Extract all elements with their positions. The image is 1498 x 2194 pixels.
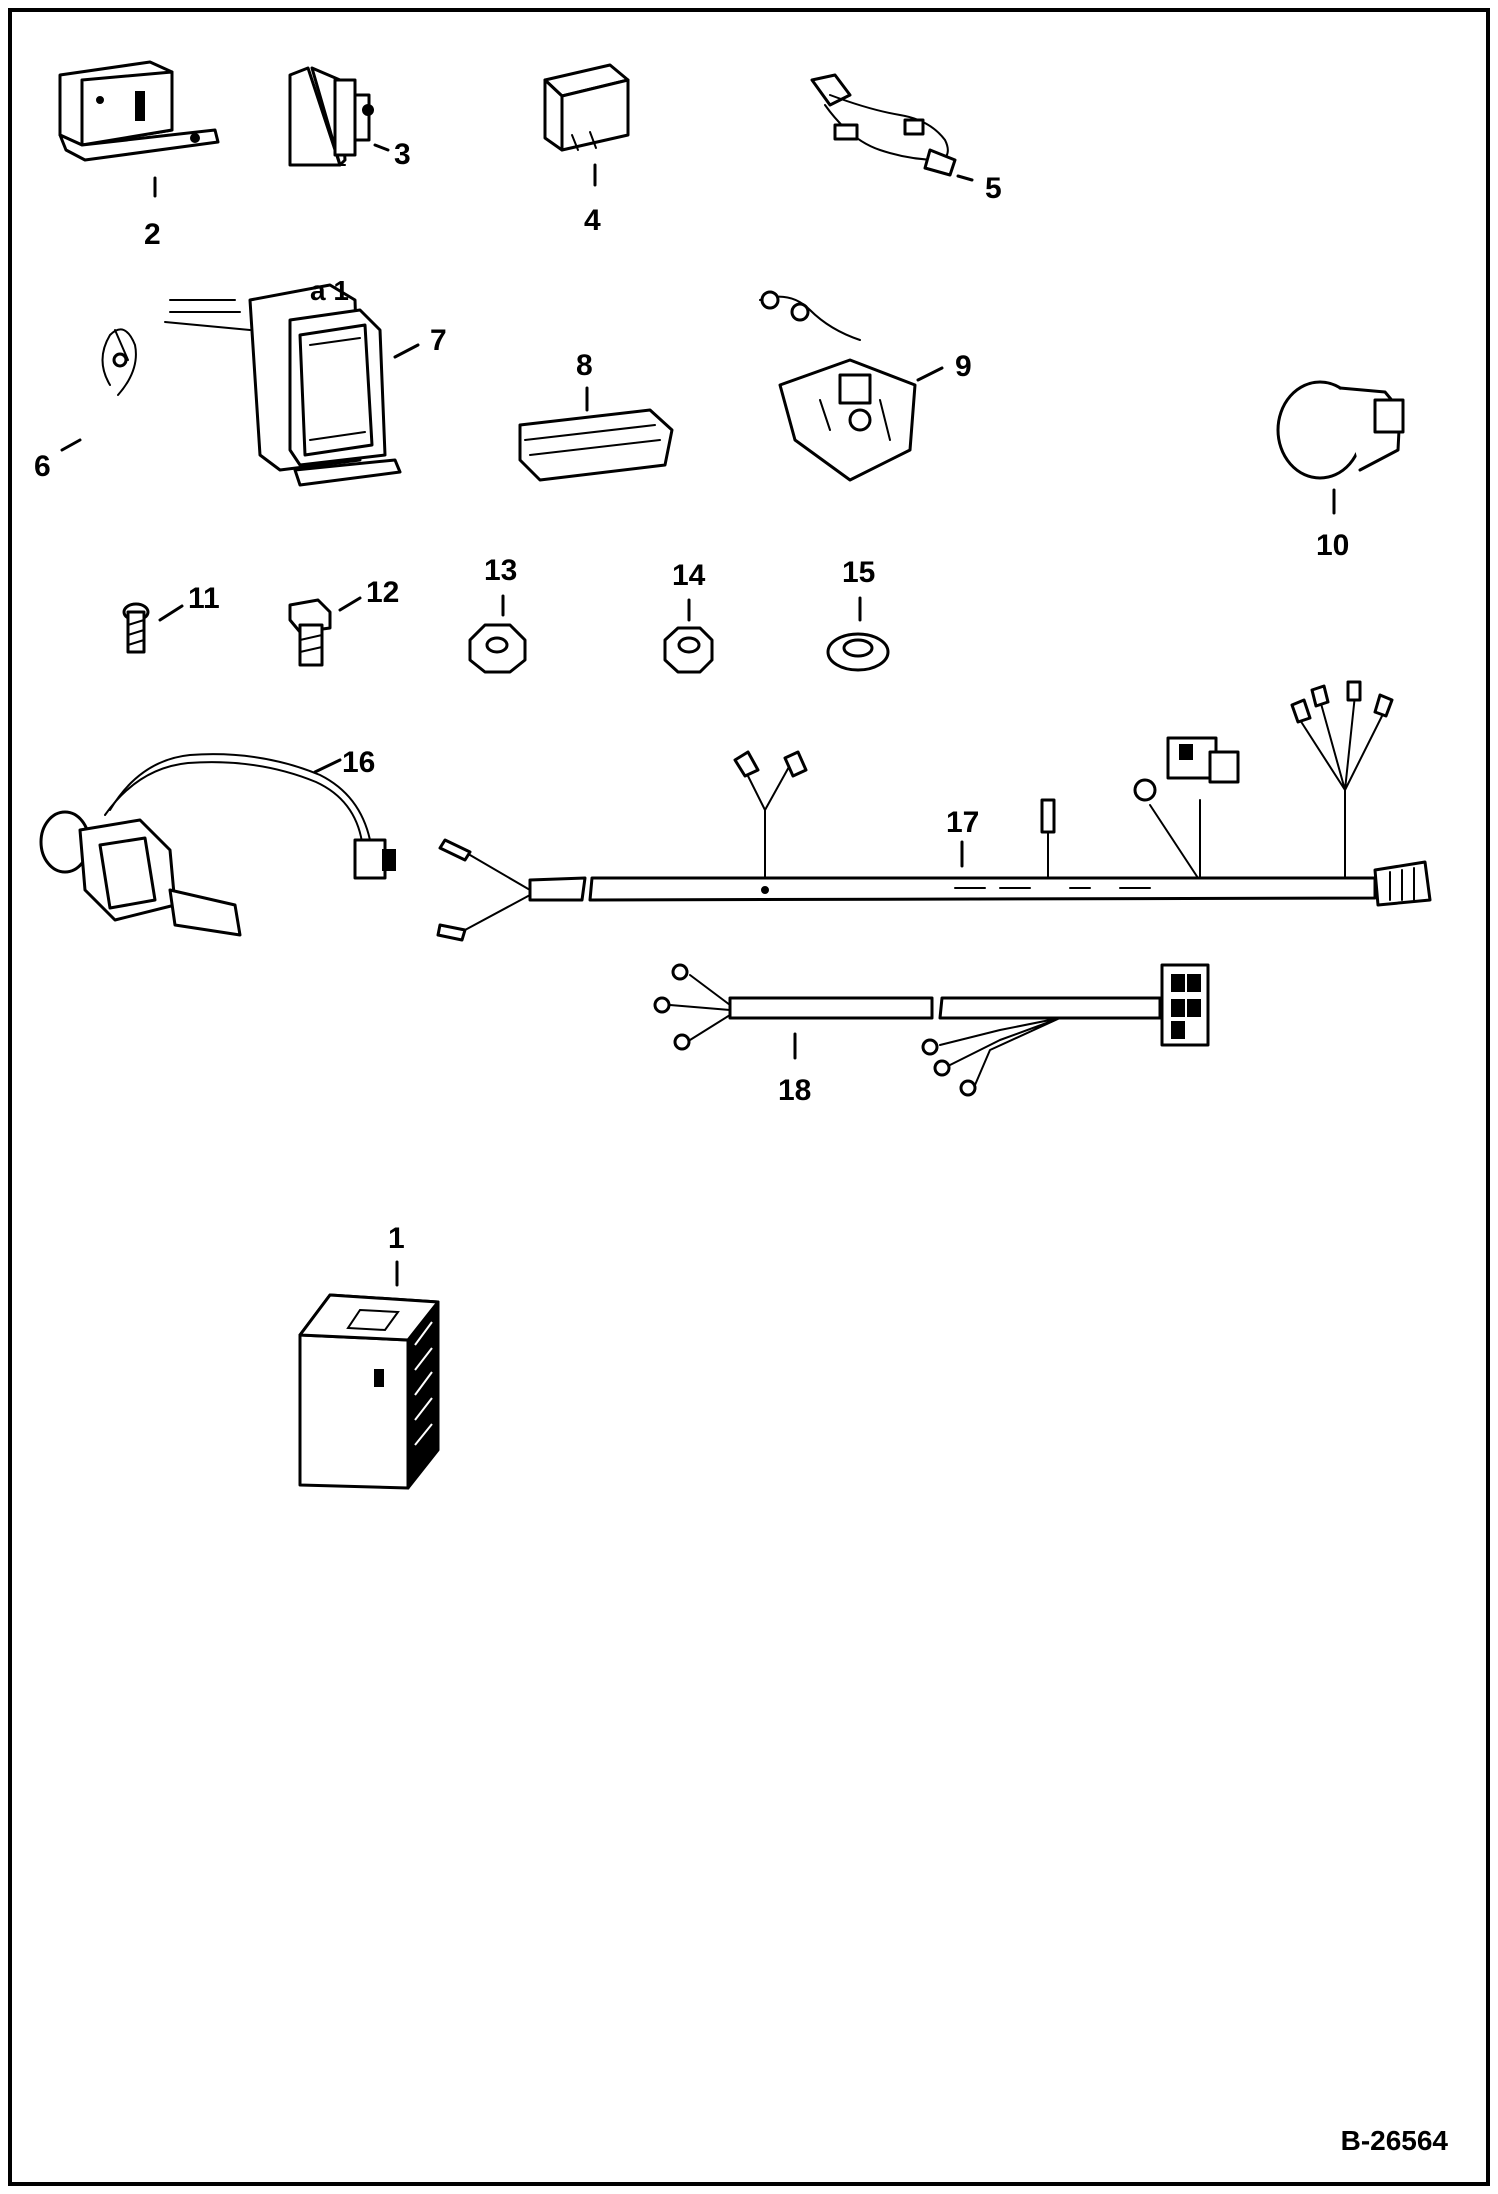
part-12-bolt — [288, 598, 332, 667]
leader-11 — [158, 604, 184, 622]
leader-9 — [916, 366, 944, 382]
callout-5: 5 — [985, 172, 1002, 205]
part-5-pigtail — [810, 73, 957, 177]
callout-16: 16 — [342, 746, 375, 779]
part-15-washer — [826, 632, 890, 672]
callout-2: 2 — [144, 218, 161, 251]
drawing-reference-code: B-26564 — [1341, 2125, 1449, 2156]
part-13-nut — [468, 623, 527, 674]
svg-text:a 1: a 1 — [310, 275, 349, 306]
part-17-main-harness — [436, 680, 1432, 942]
callout-1: 1 — [388, 1222, 405, 1255]
part-8-cover — [518, 408, 674, 482]
part-6-cable-tie — [101, 328, 137, 396]
leader-7 — [393, 343, 420, 359]
part-16-switch-harness — [39, 753, 396, 937]
callout-10: 10 — [1316, 529, 1349, 562]
part-3-horn — [288, 66, 374, 167]
part-9-switch-assembly — [759, 290, 917, 482]
callout-3: 3 — [394, 138, 411, 171]
part-4-relay — [543, 63, 630, 152]
callout-18: 18 — [778, 1074, 811, 1107]
leader-16 — [313, 758, 342, 774]
callout-12: 12 — [366, 576, 399, 609]
callout-13: 13 — [484, 554, 517, 587]
callout-9: 9 — [955, 350, 972, 383]
callout-11: 11 — [188, 582, 220, 615]
leader-6 — [60, 438, 82, 452]
leader-12 — [338, 596, 362, 612]
leader-3 — [373, 143, 390, 152]
part-2-bracket — [58, 60, 220, 162]
callout-15: 15 — [842, 556, 875, 589]
callout-8: 8 — [576, 349, 593, 382]
part-14-nut — [663, 626, 714, 674]
callout-6: 6 — [34, 450, 51, 483]
part-11-bolt — [122, 602, 150, 654]
part-18-sub-harness — [653, 963, 1210, 1097]
callout-4: 4 — [584, 204, 601, 237]
callout-7: 7 — [430, 324, 447, 357]
part-1-kit-box — [298, 1293, 440, 1490]
leader-5 — [956, 174, 974, 182]
callout-17: 17 — [946, 806, 979, 839]
part-7-work-light: a 1 — [164, 275, 402, 487]
part-10-round-light — [1276, 380, 1405, 480]
callout-14: 14 — [672, 559, 706, 592]
